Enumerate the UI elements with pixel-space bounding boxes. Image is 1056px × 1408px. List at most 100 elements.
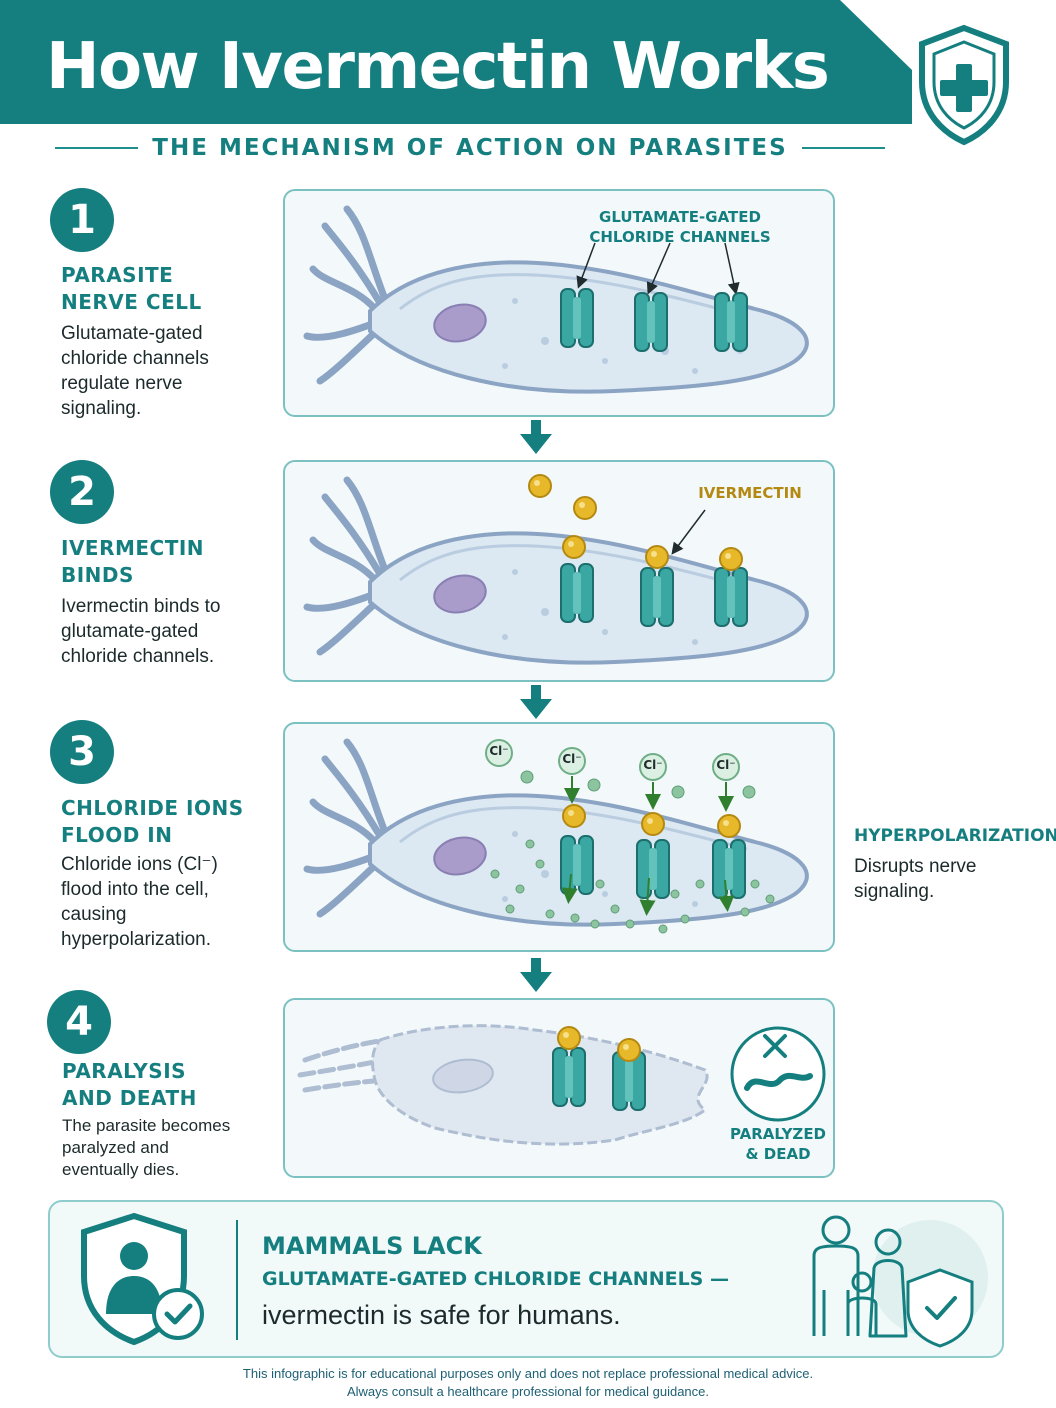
- chloride-influx-illustration: [285, 724, 835, 934]
- step-1-title-line1: PARASITE: [61, 263, 174, 287]
- status-line2: & DEAD: [745, 1145, 811, 1163]
- chloride-channel: [714, 292, 748, 352]
- ivermectin-molecule: [557, 1026, 581, 1050]
- step-3-title: CHLORIDE IONS FLOOD IN: [61, 795, 244, 849]
- ivermectin-molecule: [719, 547, 743, 571]
- chloride-channel: [714, 567, 748, 627]
- ivermectin-molecule: [641, 812, 665, 836]
- step-4-description: The parasite becomes paralyzed and event…: [62, 1115, 230, 1181]
- chloride-ions: [490, 770, 775, 934]
- x-icon: [730, 1026, 826, 1122]
- step-1-desc-line: Glutamate-gated: [61, 323, 203, 344]
- header-band: [0, 0, 912, 124]
- chloride-ion-label: Cl⁻: [489, 744, 509, 758]
- step-2-number: 2: [50, 460, 114, 524]
- channels-label-line2: CHLORIDE CHANNELS: [589, 228, 771, 246]
- subtitle-rule-right: [801, 147, 886, 149]
- step-1-desc-line: regulate nerve: [61, 373, 183, 394]
- chloride-channel: [640, 567, 674, 627]
- side-desc-line: Disrupts nerve: [854, 856, 977, 877]
- chloride-channel: [560, 563, 594, 623]
- hyperpolarization-title: HYPERPOLARIZATION: [854, 826, 1056, 846]
- step-4-title-line2: AND DEATH: [62, 1086, 197, 1110]
- shield-check-icon: [906, 1268, 974, 1348]
- step-3-title-line2: FLOOD IN: [61, 823, 173, 847]
- step-3-desc-line: causing: [61, 904, 127, 925]
- paralyzed-dead-label: PARALYZED & DEAD: [725, 1124, 831, 1164]
- shield-person-check-icon: [81, 1212, 204, 1346]
- step-2-title-line1: IVERMECTIN: [61, 536, 205, 560]
- arrow-down-icon: [520, 420, 552, 454]
- subtitle-row: THE MECHANISM OF ACTION ON PARASITES: [55, 134, 886, 162]
- subtitle-rule-left: [55, 147, 139, 149]
- paralyzed-parasite-illustration: [297, 1024, 826, 1146]
- step-3-desc-line: Chloride ions (Cl⁻): [61, 854, 218, 875]
- step-1-desc-line: chloride channels: [61, 348, 209, 369]
- arrow-down-icon: [520, 685, 552, 719]
- step-2-panel: IVERMECTIN: [283, 460, 835, 682]
- step-3-desc-line: flood into the cell,: [61, 879, 209, 900]
- shield-plus-icon: [919, 24, 1009, 146]
- page-title: How Ivermectin Works: [46, 30, 830, 104]
- step-3-description: Chloride ions (Cl⁻) flood into the cell,…: [61, 852, 218, 952]
- bottom-divider: [236, 1220, 238, 1340]
- bottom-line1: MAMMALS LACK: [262, 1232, 482, 1260]
- arrow-down-icon: [520, 958, 552, 992]
- nerve-cell: [307, 480, 807, 663]
- step-3-desc-line: hyperpolarization.: [61, 929, 211, 950]
- safety-note: MAMMALS LACK GLUTAMATE-GATED CHLORIDE CH…: [48, 1200, 1004, 1358]
- family-icon: [812, 1215, 988, 1348]
- bottom-line3: ivermectin is safe for humans.: [262, 1300, 621, 1330]
- step-2-title: IVERMECTIN BINDS: [61, 535, 204, 589]
- ivermectin-molecule: [562, 804, 586, 828]
- disclaimer-line1: This infographic is for educational purp…: [242, 1366, 814, 1381]
- status-line1: PARALYZED: [729, 1125, 827, 1143]
- step-4-panel: PARALYZED & DEAD: [283, 998, 835, 1178]
- nerve-cell-illustration: [285, 191, 835, 417]
- ivermectin-molecule: [562, 535, 586, 559]
- chloride-channel: [552, 1047, 586, 1107]
- step-4-desc-line: The parasite becomes: [62, 1116, 231, 1135]
- step-4-desc-line: paralyzed and: [62, 1138, 169, 1157]
- chloride-ion-label: Cl⁻: [643, 758, 663, 772]
- step-2-desc-line: Ivermectin binds to: [61, 596, 221, 617]
- page-subtitle: THE MECHANISM OF ACTION ON PARASITES: [152, 135, 788, 161]
- worm-icon: [744, 1072, 813, 1091]
- step-4-number: 4: [47, 990, 111, 1054]
- step-1-title-line2: NERVE CELL: [61, 290, 202, 314]
- ivermectin-molecule: [645, 545, 669, 569]
- disclaimer-line2: Always consult a healthcare professional…: [346, 1384, 710, 1399]
- bottom-line2: GLUTAMATE-GATED CHLORIDE CHANNELS —: [262, 1268, 729, 1290]
- side-desc-line: signaling.: [854, 881, 935, 902]
- ivermectin-molecule: [573, 496, 597, 520]
- chloride-channel: [636, 839, 670, 899]
- step-4-desc-line: eventually dies.: [62, 1160, 180, 1179]
- step-4-title-line1: PARALYSIS: [62, 1059, 187, 1083]
- step-3-number: 3: [50, 720, 114, 784]
- step-1-title: PARASITE NERVE CELL: [61, 262, 202, 316]
- channels-label-line1: GLUTAMATE-GATED: [599, 208, 761, 226]
- step-2-desc-line: glutamate-gated: [61, 621, 199, 642]
- step-3-title-line1: CHLORIDE IONS: [61, 796, 244, 820]
- chloride-ion-label: Cl⁻: [562, 752, 582, 766]
- chloride-channel: [560, 288, 594, 348]
- ivermectin-binding-illustration: [285, 474, 835, 682]
- chloride-channel: [712, 839, 746, 899]
- step-2-description: Ivermectin binds to glutamate-gated chlo…: [61, 594, 220, 669]
- channels-label: GLUTAMATE-GATED CHLORIDE CHANNELS: [565, 207, 795, 247]
- step-1-panel: GLUTAMATE-GATED CHLORIDE CHANNELS: [283, 189, 835, 417]
- step-2-title-line2: BINDS: [61, 563, 134, 587]
- chloride-channel: [560, 835, 594, 895]
- step-2-desc-line: chloride channels.: [61, 646, 215, 667]
- chloride-ion-label: Cl⁻: [716, 758, 736, 772]
- ivermectin-molecule: [717, 814, 741, 838]
- step-1-number: 1: [50, 188, 114, 252]
- step-1-description: Glutamate-gated chloride channels regula…: [61, 321, 209, 421]
- ivermectin-molecule: [528, 474, 552, 498]
- ivermectin-molecule: [617, 1038, 641, 1062]
- chloride-ion-markers: [485, 739, 740, 781]
- ivermectin-label: IVERMECTIN: [698, 484, 802, 502]
- step-3-panel: Cl⁻ Cl⁻ Cl⁻ Cl⁻: [283, 722, 835, 952]
- hyperpolarization-description: Disrupts nerve signaling.: [854, 854, 977, 904]
- chloride-channel: [634, 292, 668, 352]
